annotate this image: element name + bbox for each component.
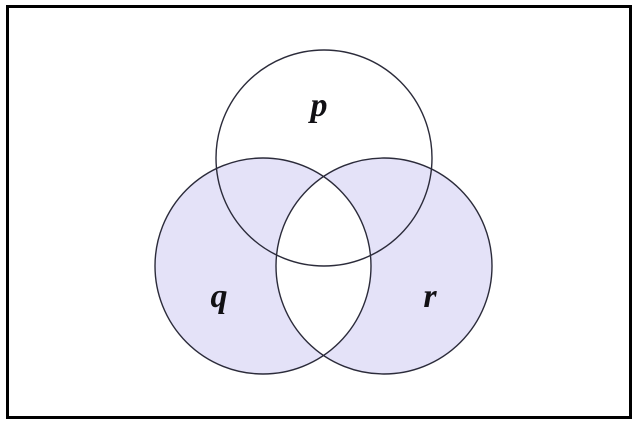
set-labels-group: p q r bbox=[211, 87, 438, 315]
set-label-p: p bbox=[308, 87, 328, 124]
circle-outline-r[interactable] bbox=[275, 157, 493, 375]
set-label-r: r bbox=[423, 278, 437, 315]
circle-outlines-group bbox=[154, 49, 493, 375]
set-label-q: q bbox=[211, 278, 228, 315]
circle-outline-q[interactable] bbox=[154, 157, 372, 375]
circle-outline-p[interactable] bbox=[215, 49, 433, 267]
